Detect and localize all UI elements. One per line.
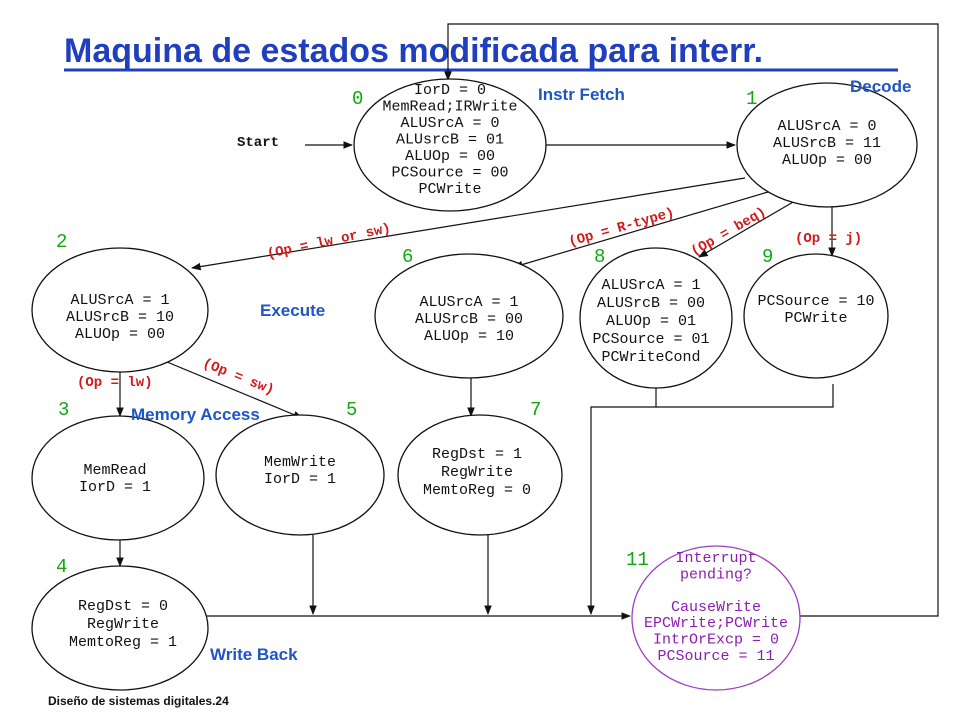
state-line: Interrupt (675, 550, 756, 567)
state-line: CauseWrite (671, 599, 761, 616)
arrow-9-to-11 (656, 384, 834, 408)
arrow-1-to-2 (191, 177, 746, 271)
state-line: MemtoReg = 1 (69, 634, 177, 651)
state-line: RegWrite (87, 616, 159, 633)
state-number-8: 8 (594, 246, 605, 268)
state-line: PCSource = 11 (657, 648, 774, 665)
cond-beq: (Op = beq) (689, 204, 770, 260)
state-line: EPCWrite;PCWrite (644, 615, 788, 632)
state-line: RegDst = 0 (78, 598, 168, 615)
state-line: ALUOp = 00 (75, 326, 165, 343)
state-line: ALUSrcA = 1 (70, 292, 169, 309)
state-number-7: 7 (530, 399, 541, 421)
cond-sw: (Op = sw) (200, 356, 276, 399)
state-number-2: 2 (56, 231, 67, 253)
transitions (116, 23, 939, 620)
state-line: IntrOrExcp = 0 (653, 632, 779, 649)
state-line: IorD = 1 (79, 479, 151, 496)
state-number-5: 5 (346, 399, 357, 421)
state-number-4: 4 (56, 556, 67, 578)
phase-decode: Decode (850, 77, 911, 96)
state-line: ALUsrcB = 01 (396, 132, 504, 149)
state-number-1: 1 (746, 88, 757, 110)
state-line: IorD = 1 (264, 471, 336, 488)
state-line: ALUSrcA = 1 (419, 294, 518, 311)
state-line: ALUSrcB = 00 (597, 295, 705, 312)
state-line: ALUOp = 00 (782, 152, 872, 169)
phase-instr-fetch: Instr Fetch (538, 85, 625, 104)
cond-j: (Op = j) (795, 231, 862, 247)
state-line: ALUSrcB = 00 (415, 311, 523, 328)
state-line: MemWrite (264, 454, 336, 471)
state-line: RegDst = 1 (432, 446, 522, 463)
state-line: MemRead (83, 462, 146, 479)
arrow-2-to-5 (154, 356, 303, 419)
state-line: ALUSrcB = 10 (66, 309, 174, 326)
arrow-1-to-8 (698, 197, 801, 258)
state-line: RegWrite (441, 464, 513, 481)
state-number-0: 0 (352, 88, 363, 110)
phase-memory-access: Memory Access (131, 405, 260, 424)
state-line: PCWrite (784, 310, 847, 327)
state-line: ALUSrcA = 0 (400, 115, 499, 132)
state-line: PCWrite (418, 181, 481, 198)
state-line: ALUOp = 10 (424, 328, 514, 345)
state-numbers: 0 1 2 6 8 9 3 5 7 4 11 (56, 88, 773, 578)
state-line: ALUSrcB = 11 (773, 135, 881, 152)
phase-write-back: Write Back (210, 645, 298, 664)
slide-title: Maquina de estados modificada para inter… (64, 32, 763, 70)
phase-labels: Instr Fetch Decode Execute Memory Access… (131, 77, 911, 664)
state-line: MemtoReg = 0 (423, 482, 531, 499)
cond-lw: (Op = lw) (77, 375, 153, 391)
state-line: PCSource = 01 (592, 331, 709, 348)
state-line: PCSource = 00 (391, 165, 508, 182)
state-line: ALUOp = 01 (606, 313, 696, 330)
arrow-1-to-6 (513, 191, 769, 269)
state-line: PCWriteCond (601, 349, 700, 366)
state-number-11: 11 (626, 549, 649, 571)
footer-label: Diseño de sistemas digitales.24 (48, 694, 229, 708)
cond-r-type: (Op = R-type) (567, 205, 676, 250)
cond-lw-or-sw: (Op = lw or sw) (266, 221, 393, 263)
state-number-6: 6 (402, 246, 413, 268)
state-line: ALUSrcA = 0 (777, 118, 876, 135)
arrow-8-to-11 (587, 386, 657, 615)
arrow-11-to-0 (444, 23, 939, 617)
state-line: ALUOp = 00 (405, 148, 495, 165)
state-line: MemRead;IRWrite (382, 99, 517, 116)
state-line: ALUSrcA = 1 (601, 277, 700, 294)
state-line: PCSource = 10 (757, 293, 874, 310)
state-number-3: 3 (58, 399, 69, 421)
start-label: Start (237, 135, 279, 151)
state-line: pending? (680, 566, 752, 583)
state-line: IorD = 0 (414, 82, 486, 99)
state-number-9: 9 (762, 246, 773, 268)
phase-execute: Execute (260, 301, 325, 320)
